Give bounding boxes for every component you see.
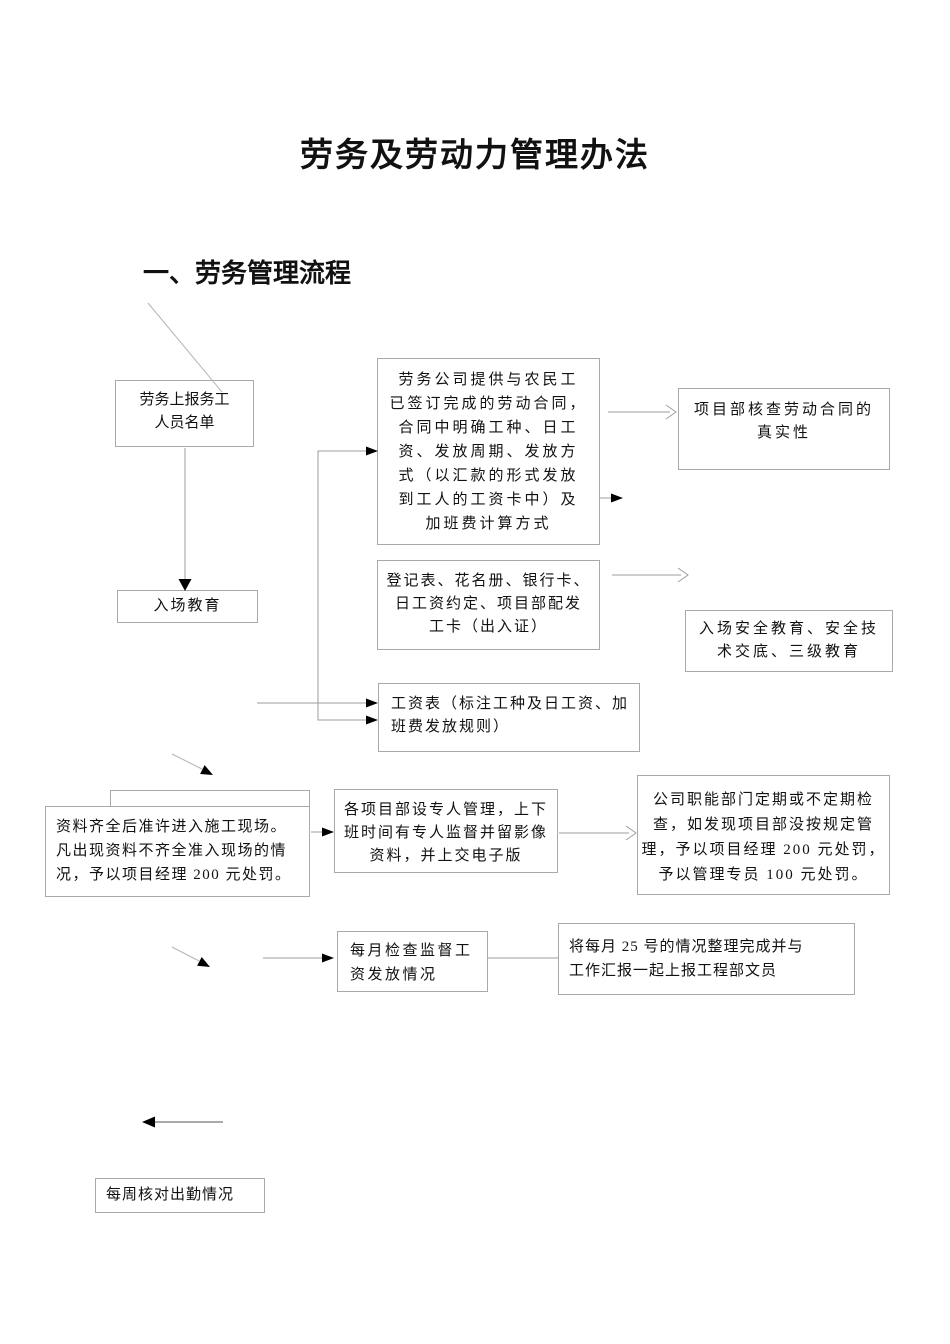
arrow-contract-to-verify-icon bbox=[608, 404, 677, 420]
node-report-list: 劳务上报务工 人员名单 bbox=[115, 380, 254, 447]
arrow-diagonal-lower-icon bbox=[171, 946, 210, 967]
arrow-diagonal-upper-icon bbox=[171, 753, 213, 775]
page-title: 劳务及劳动力管理办法 bbox=[300, 138, 650, 174]
arrow-pointing-left-icon bbox=[142, 1116, 223, 1128]
node-verify-contract: 项目部核查劳动合同的 真实性 bbox=[678, 388, 890, 470]
node-monthly-report: 将每月 25 号的情况整理完成并与 工作汇报一起上报工程部文员 bbox=[558, 923, 855, 995]
arrow-siteentry-to-supervision-icon bbox=[311, 827, 334, 837]
arrow-contract-stub-icon bbox=[600, 493, 623, 503]
arrow-report-to-education-icon bbox=[178, 448, 192, 591]
node-monthly-check: 每月检查监督工 资发放情况 bbox=[337, 931, 488, 992]
arrow-left-to-monthly-check-icon bbox=[263, 953, 334, 963]
node-company-inspection: 公司职能部门定期或不定期检 查，如发现项目部没按规定管 理，予以项目经理 200… bbox=[637, 775, 890, 895]
node-registration: 登记表、花名册、银行卡、 日工资约定、项目部配发 工卡（出入证） bbox=[377, 560, 600, 650]
node-project-supervision: 各项目部设专人管理，上下 班时间有专人监督并留影像 资料，并上交电子版 bbox=[334, 789, 558, 873]
line-heading-to-report-icon bbox=[147, 302, 223, 393]
bracket-to-contract-and-salary-icon bbox=[317, 446, 378, 725]
arrow-left-to-salary-sheet-icon bbox=[257, 698, 378, 708]
node-entry-education: 入场教育 bbox=[117, 590, 258, 623]
node-safety-education: 入场安全教育、安全技 术交底、三级教育 bbox=[685, 610, 893, 672]
arrow-supervision-to-inspection-icon bbox=[559, 825, 637, 841]
node-salary-sheet: 工资表（标注工种及日工资、加 班费发放规则） bbox=[378, 683, 640, 752]
section-heading: 一、劳务管理流程 bbox=[143, 259, 352, 288]
node-site-entry: 资料齐全后准许进入施工现场。 凡出现资料不齐全准入现场的情 况，予以项目经理 2… bbox=[45, 806, 310, 897]
node-weekly-attendance: 每周核对出勤情况 bbox=[95, 1178, 265, 1213]
arrow-registration-to-safety-icon bbox=[612, 567, 689, 583]
node-labor-contract: 劳务公司提供与农民工 已签订完成的劳动合同， 合同中明确工种、日工 资、发放周期… bbox=[377, 358, 600, 545]
